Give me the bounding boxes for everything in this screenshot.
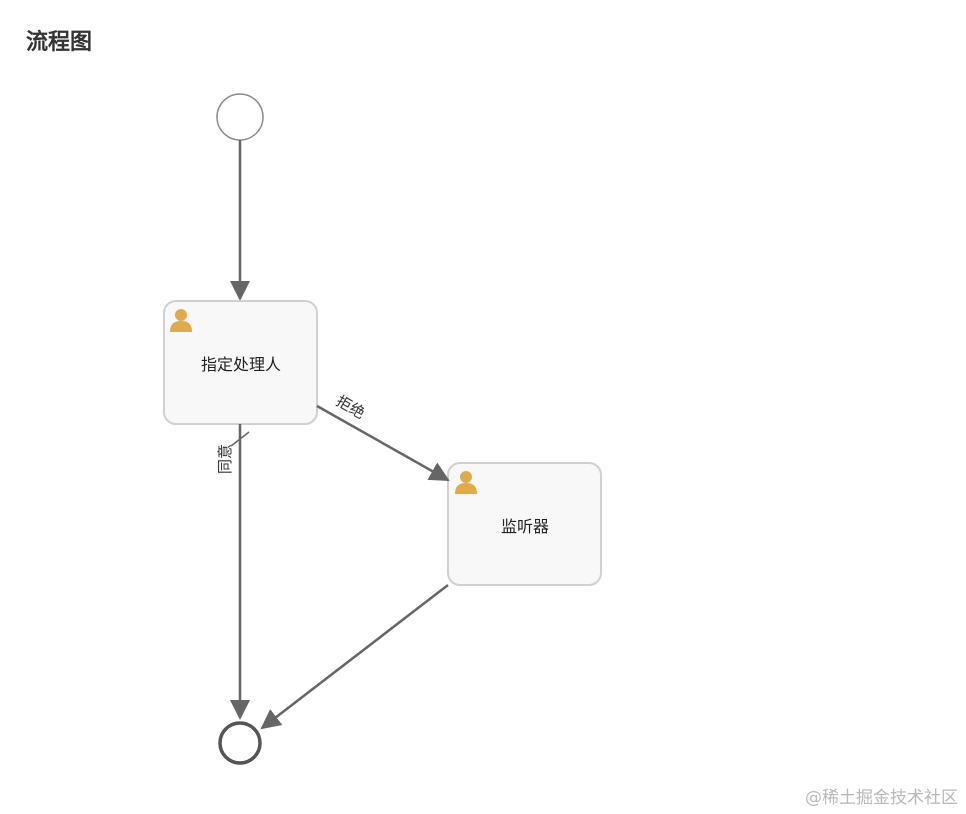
- flow-label-approve: 同意: [216, 444, 234, 474]
- end-event[interactable]: [218, 721, 262, 765]
- user-icon: [455, 471, 477, 494]
- task-assign-handler[interactable]: 指定处理人: [163, 300, 318, 425]
- task-label: 指定处理人: [201, 355, 281, 374]
- flow-task1-to-task2[interactable]: [316, 404, 450, 482]
- user-icon: [170, 309, 192, 332]
- watermark: @稀土掘金技术社区: [805, 788, 958, 808]
- task-listener[interactable]: 监听器: [447, 462, 602, 586]
- start-event[interactable]: [216, 93, 264, 141]
- task-label: 监听器: [501, 517, 549, 536]
- page-title: 流程图: [26, 30, 93, 55]
- flow-task2-to-end[interactable]: [260, 584, 449, 730]
- default-flow-marker: [230, 431, 250, 447]
- task-box: [447, 462, 602, 586]
